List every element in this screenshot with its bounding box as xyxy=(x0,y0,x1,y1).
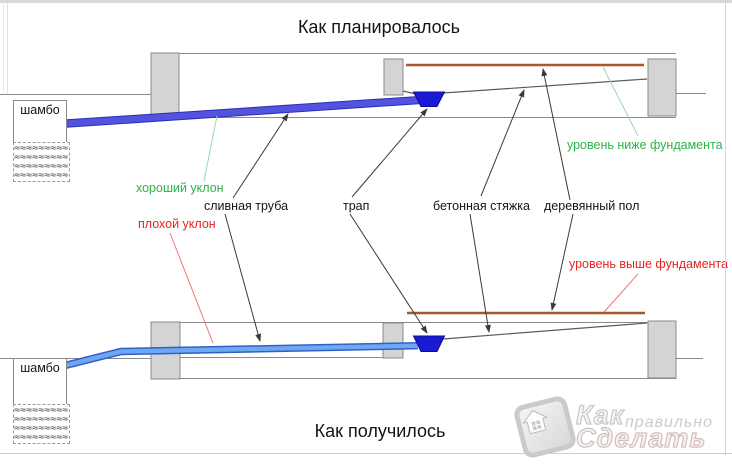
title-planned: Как планировалось xyxy=(297,17,461,37)
green-leaders xyxy=(203,66,639,182)
left-faint-line-1 xyxy=(3,3,4,94)
label-wooden-floor: деревянный пол xyxy=(544,199,640,213)
septic-tank-actual: шамбо xyxy=(13,358,67,406)
septic-label-planned: шамбо xyxy=(20,103,60,117)
structure-lines xyxy=(0,53,706,379)
top-edge-strip xyxy=(0,0,732,3)
bottom-edge-line xyxy=(0,453,732,454)
title-actual: Как получилось xyxy=(314,421,446,441)
leader-good-slope xyxy=(203,115,218,182)
watermark-text-sdelat: Сделать xyxy=(575,422,707,453)
floor-drain-actual xyxy=(412,335,446,352)
house-icon xyxy=(522,409,549,435)
watermark-text-pravilno: правильно xyxy=(625,414,713,431)
septic-water-actual: ≈≈≈≈≈≈≈≈≈ ≈≈≈≈≈≈≈≈≈ ≈≈≈≈≈≈≈≈≈ ≈≈≈≈≈≈≈≈≈ xyxy=(13,404,70,444)
label-good-slope: хороший уклон xyxy=(136,181,224,195)
watermark-text-kak: Как xyxy=(575,399,625,430)
septic-water-planned: ≈≈≈≈≈≈≈≈≈ ≈≈≈≈≈≈≈≈≈ ≈≈≈≈≈≈≈≈≈ ≈≈≈≈≈≈≈≈≈ xyxy=(13,142,70,182)
arrow-floor-drain-actual xyxy=(349,213,428,334)
left-faint-line-2 xyxy=(7,3,8,94)
foundation-middle-planned xyxy=(383,58,404,96)
foundation-middle-actual xyxy=(382,322,404,359)
screed-line-actual xyxy=(442,322,648,340)
foundation-blocks xyxy=(150,52,677,380)
label-concrete-screed: бетонная стяжка xyxy=(433,199,530,213)
leader-level-above xyxy=(603,273,639,313)
arrow-wooden-floor-actual xyxy=(550,213,574,311)
site-watermark: Как правильно Сделать xyxy=(508,394,732,460)
arrow-drain-pipe-actual xyxy=(224,213,262,342)
arrow-floor-drain-planned xyxy=(351,108,428,198)
drain-pipe-actual xyxy=(56,343,419,370)
arrow-drain-pipe-planned xyxy=(232,113,289,199)
foundation-right-actual xyxy=(647,320,677,379)
arrow-wooden-floor-planned xyxy=(541,68,571,201)
foundation-left-planned xyxy=(150,52,180,120)
leader-level-below xyxy=(602,66,639,137)
drain-pipe-planned xyxy=(51,95,421,129)
floor-drain-planned xyxy=(412,91,446,107)
red-leaders xyxy=(169,232,639,344)
annotation-arrows xyxy=(224,68,574,342)
right-edge-line xyxy=(725,0,726,455)
label-level-above-foundation: уровень выше фундамента xyxy=(569,257,728,271)
pipe-planned xyxy=(51,95,421,129)
foundation-right-planned xyxy=(647,58,677,117)
label-bad-slope: плохой уклон xyxy=(138,217,216,231)
septic-tank-planned: шамбо xyxy=(13,100,67,144)
arrow-screed-planned xyxy=(480,89,525,197)
label-level-below-foundation: уровень ниже фундамента xyxy=(567,138,723,152)
septic-label-actual: шамбо xyxy=(20,361,60,375)
wooden-floor-lines xyxy=(406,63,645,315)
screed-line-planned xyxy=(442,78,648,94)
watermark-house-icon xyxy=(512,394,578,460)
arrow-screed-actual xyxy=(469,213,491,333)
label-drain-pipe: сливная труба xyxy=(204,199,289,213)
floor-drains xyxy=(412,91,446,352)
leader-bad-slope xyxy=(169,232,214,344)
label-floor-drain: трап xyxy=(343,199,370,213)
